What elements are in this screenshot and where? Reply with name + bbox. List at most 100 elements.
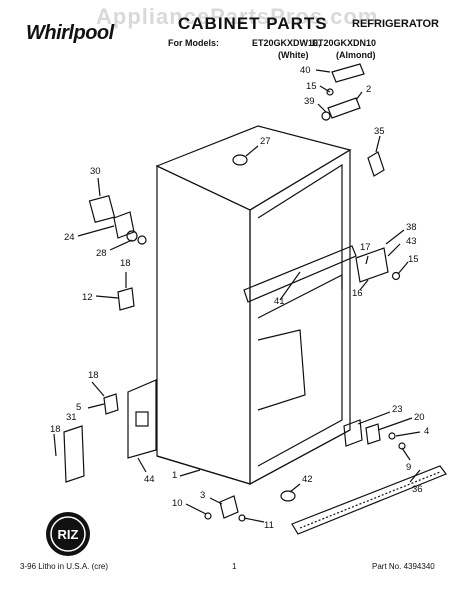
leader xyxy=(179,469,201,477)
callout: 39 xyxy=(304,96,315,107)
part-3 xyxy=(219,495,239,519)
callout: 20 xyxy=(414,412,425,423)
color-white: (White) xyxy=(278,50,309,60)
page-title: CABINET PARTS xyxy=(178,14,328,33)
leader xyxy=(377,417,413,431)
leader xyxy=(357,411,391,425)
callout: 10 xyxy=(172,498,183,509)
part-4 xyxy=(388,432,396,440)
callout: 30 xyxy=(90,166,101,177)
hinge-12 xyxy=(117,287,135,311)
leader xyxy=(397,261,409,275)
leader xyxy=(385,229,405,245)
crossbar-part xyxy=(243,245,357,303)
leader xyxy=(95,295,119,299)
models-label: For Models: xyxy=(168,38,219,48)
callout: 2 xyxy=(366,84,371,95)
hinge-bracket xyxy=(113,211,135,239)
callout: 44 xyxy=(144,474,155,485)
callout: 12 xyxy=(82,292,93,303)
callout: 16 xyxy=(352,288,363,299)
callout: 43 xyxy=(406,236,417,247)
hinge-cover xyxy=(331,63,365,83)
part-28 xyxy=(126,230,138,242)
liner-step xyxy=(257,329,306,411)
fresh-food-opening xyxy=(257,274,343,467)
leader xyxy=(77,225,115,237)
callout: 23 xyxy=(392,404,403,415)
footer-litho: 3-96 Litho in U.S.A. (cre) xyxy=(20,562,109,571)
riz-badge: RIZ xyxy=(46,512,90,556)
grille-slots xyxy=(299,471,441,529)
part-35 xyxy=(367,151,385,177)
leader xyxy=(359,279,369,291)
watermark: AppliancePartsPros.com xyxy=(96,4,379,29)
cover-window xyxy=(135,411,149,427)
leader xyxy=(109,239,133,251)
leader xyxy=(401,447,411,461)
top-hinge xyxy=(327,97,361,119)
leader xyxy=(209,497,223,505)
callout: 18 xyxy=(88,370,99,381)
part-23 xyxy=(343,419,363,447)
badge-text: RIZ xyxy=(58,527,79,542)
callout: 5 xyxy=(76,402,81,413)
freezer-opening xyxy=(257,163,343,290)
cabinet-outline xyxy=(53,63,447,535)
leader xyxy=(243,517,265,523)
callout: 17 xyxy=(360,242,371,253)
callout: 41 xyxy=(274,296,285,307)
callout: 35 xyxy=(374,126,385,137)
cabinet-base xyxy=(156,429,351,485)
callout: 31 xyxy=(66,412,77,423)
part-28-washer xyxy=(137,235,147,245)
callout: 42 xyxy=(302,474,313,485)
part-15-top xyxy=(326,88,334,96)
leader xyxy=(53,433,57,457)
part-42 xyxy=(280,490,296,502)
callout: 36 xyxy=(412,484,423,495)
leader xyxy=(91,381,105,397)
callout: 3 xyxy=(200,490,205,501)
callout: 9 xyxy=(406,462,411,473)
leader xyxy=(315,69,331,73)
callout: 28 xyxy=(96,248,107,259)
leader xyxy=(97,177,101,197)
cabinet-front-face xyxy=(249,148,351,486)
color-almond: (Almond) xyxy=(336,50,376,60)
leader xyxy=(375,135,381,153)
bracket-part xyxy=(88,195,116,223)
leader xyxy=(289,483,301,493)
badge-circle xyxy=(46,512,90,556)
callout: 24 xyxy=(64,232,75,243)
callout: 1 xyxy=(172,470,177,481)
callout: 27 xyxy=(260,136,271,147)
leader xyxy=(365,255,369,265)
leader xyxy=(395,431,421,437)
leader xyxy=(87,403,105,409)
model-white: ET20GKXDW10, xyxy=(252,38,321,48)
footer-part-number: Part No. 4394340 xyxy=(372,562,435,571)
leader xyxy=(279,271,301,301)
leader xyxy=(137,457,147,473)
leader xyxy=(185,503,207,515)
part-39 xyxy=(321,111,331,121)
leader xyxy=(409,469,421,483)
base-grille xyxy=(291,465,447,535)
part-27 xyxy=(232,154,248,166)
part-15-screw xyxy=(391,271,401,281)
leader xyxy=(317,103,327,113)
part-10 xyxy=(204,512,212,520)
callout: 38 xyxy=(406,222,417,233)
center-hinge xyxy=(355,247,389,283)
callout: 15 xyxy=(408,254,419,265)
callout: 40 xyxy=(300,65,311,76)
cabinet-left-side xyxy=(156,165,251,485)
leader xyxy=(245,145,259,157)
leader xyxy=(355,91,363,101)
appliance-type: REFRIGERATOR xyxy=(352,18,439,30)
callout: 18 xyxy=(120,258,131,269)
model-almond: ET20GKXDN10 xyxy=(312,38,377,48)
